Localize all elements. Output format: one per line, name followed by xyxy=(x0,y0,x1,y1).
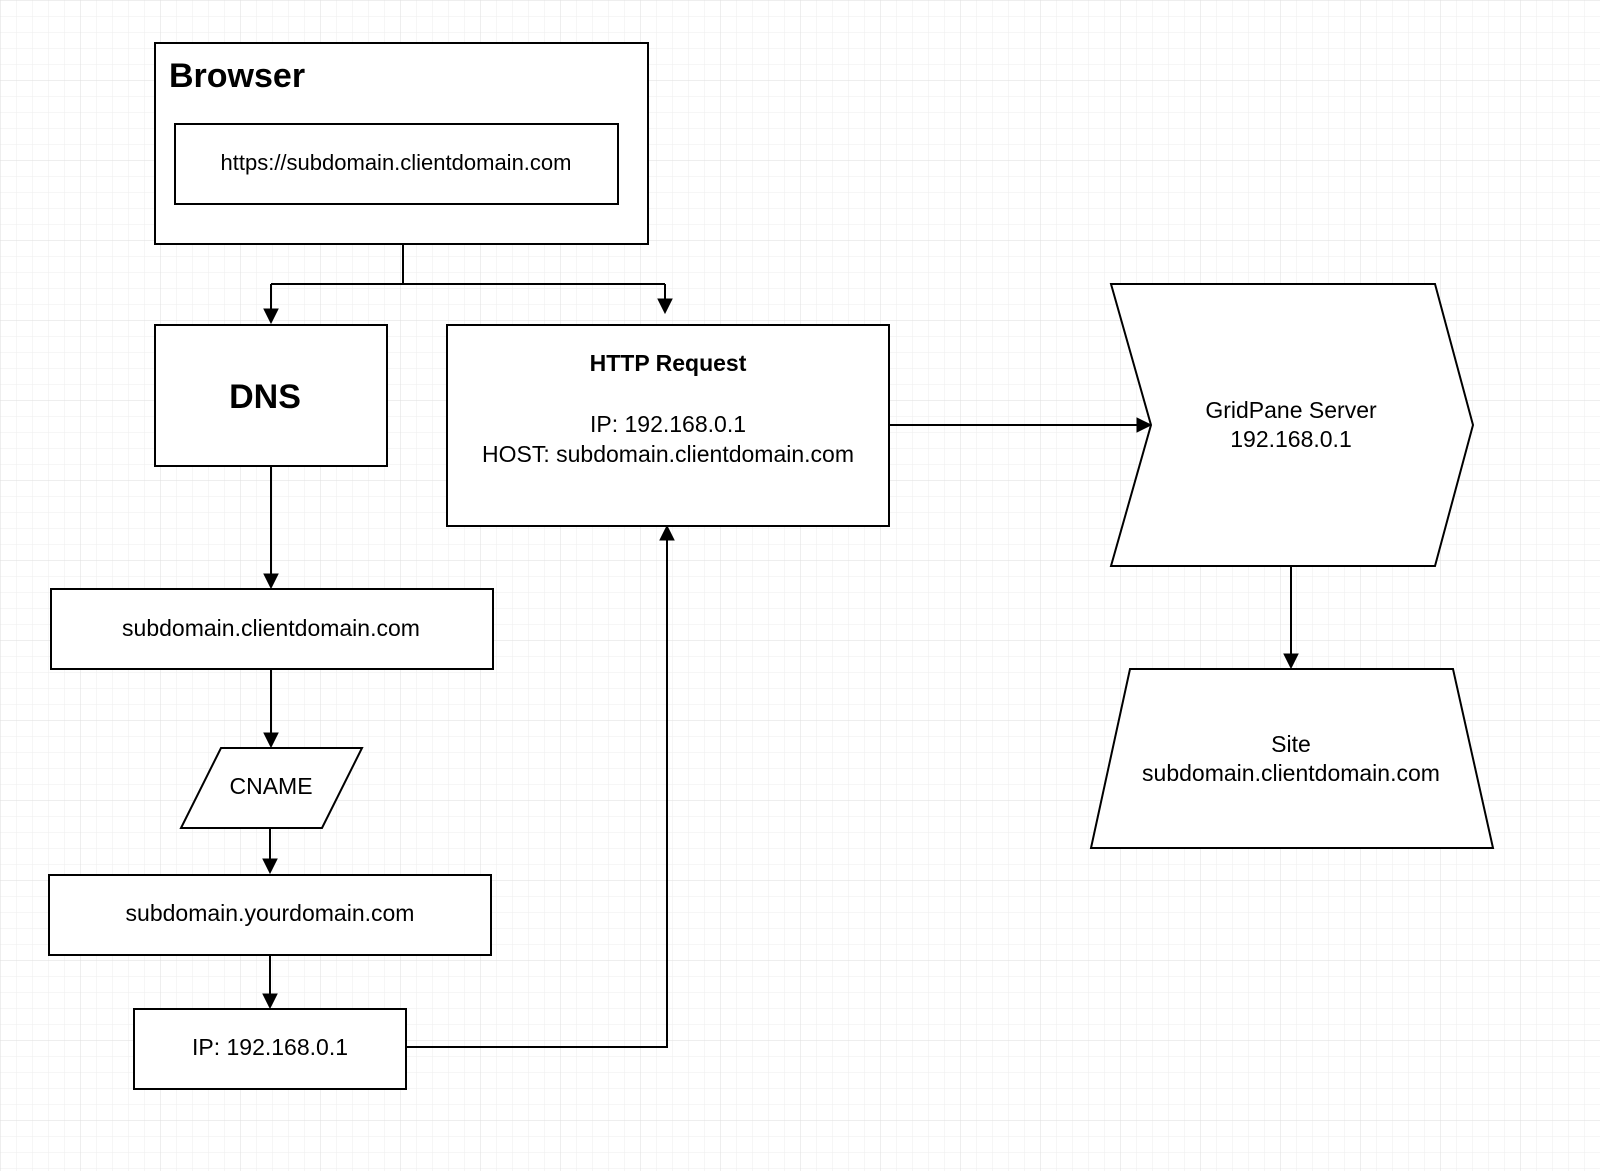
clientdomain-box[interactable] xyxy=(50,588,494,670)
http-request-title: HTTP Request xyxy=(590,350,747,376)
gridpane-server-name: GridPane Server xyxy=(1205,397,1377,423)
http-request-box[interactable] xyxy=(446,324,890,527)
http-request-ip: IP: 192.168.0.1 xyxy=(590,411,746,437)
gridpane-server-shape[interactable] xyxy=(1109,283,1475,567)
arrowhead-ip-to-http-request xyxy=(659,524,675,541)
arrowhead-dns-to-clientdomain xyxy=(263,573,279,590)
ip-result-box[interactable] xyxy=(133,1008,407,1090)
clientdomain-label: subdomain.clientdomain.com xyxy=(122,615,420,641)
gridpane-server-node[interactable]: GridPane Server 192.168.0.1 xyxy=(1109,283,1475,567)
arrowhead-gridpane-to-site xyxy=(1283,653,1299,670)
arrowhead-to-dns xyxy=(263,308,279,325)
browser-title: Browser xyxy=(169,57,305,95)
site-title: Site xyxy=(1271,731,1311,757)
site-shape[interactable] xyxy=(1089,668,1495,849)
arrowhead-yourdomain-to-ip xyxy=(262,993,278,1010)
arrowhead-http-to-gridpane xyxy=(1136,417,1153,433)
yourdomain-box[interactable] xyxy=(48,874,492,956)
arrowhead-to-http-request xyxy=(657,298,673,315)
browser-url-box[interactable] xyxy=(174,123,619,205)
edge-ip-to-http-request[interactable] xyxy=(405,538,668,1048)
dns-box[interactable] xyxy=(154,324,388,467)
site-domain: subdomain.clientdomain.com xyxy=(1142,760,1440,786)
yourdomain-node[interactable]: subdomain.yourdomain.com xyxy=(48,874,492,956)
site-node[interactable]: Site subdomain.clientdomain.com xyxy=(1089,668,1495,849)
browser-url-text: https://subdomain.clientdomain.com xyxy=(221,150,572,175)
yourdomain-label: subdomain.yourdomain.com xyxy=(126,900,415,926)
cname-shape[interactable] xyxy=(179,747,364,829)
arrowhead-cname-to-yourdomain xyxy=(262,858,278,875)
http-request-node[interactable]: HTTP Request IP: 192.168.0.1 HOST: subdo… xyxy=(446,324,890,527)
dns-label: DNS xyxy=(229,378,301,416)
ip-result-label: IP: 192.168.0.1 xyxy=(192,1034,348,1060)
arrowhead-clientdomain-to-cname xyxy=(263,732,279,749)
cname-label: CNAME xyxy=(229,773,312,799)
cname-node[interactable]: CNAME xyxy=(179,747,364,829)
http-request-host: HOST: subdomain.clientdomain.com xyxy=(482,441,854,467)
ip-result-node[interactable]: IP: 192.168.0.1 xyxy=(133,1008,407,1090)
connectors xyxy=(262,245,1299,1048)
gridpane-server-ip: 192.168.0.1 xyxy=(1230,426,1352,452)
browser-node[interactable]: Browser https://subdomain.clientdomain.c… xyxy=(154,42,649,245)
dns-node[interactable]: DNS xyxy=(154,324,388,467)
clientdomain-node[interactable]: subdomain.clientdomain.com xyxy=(50,588,494,670)
